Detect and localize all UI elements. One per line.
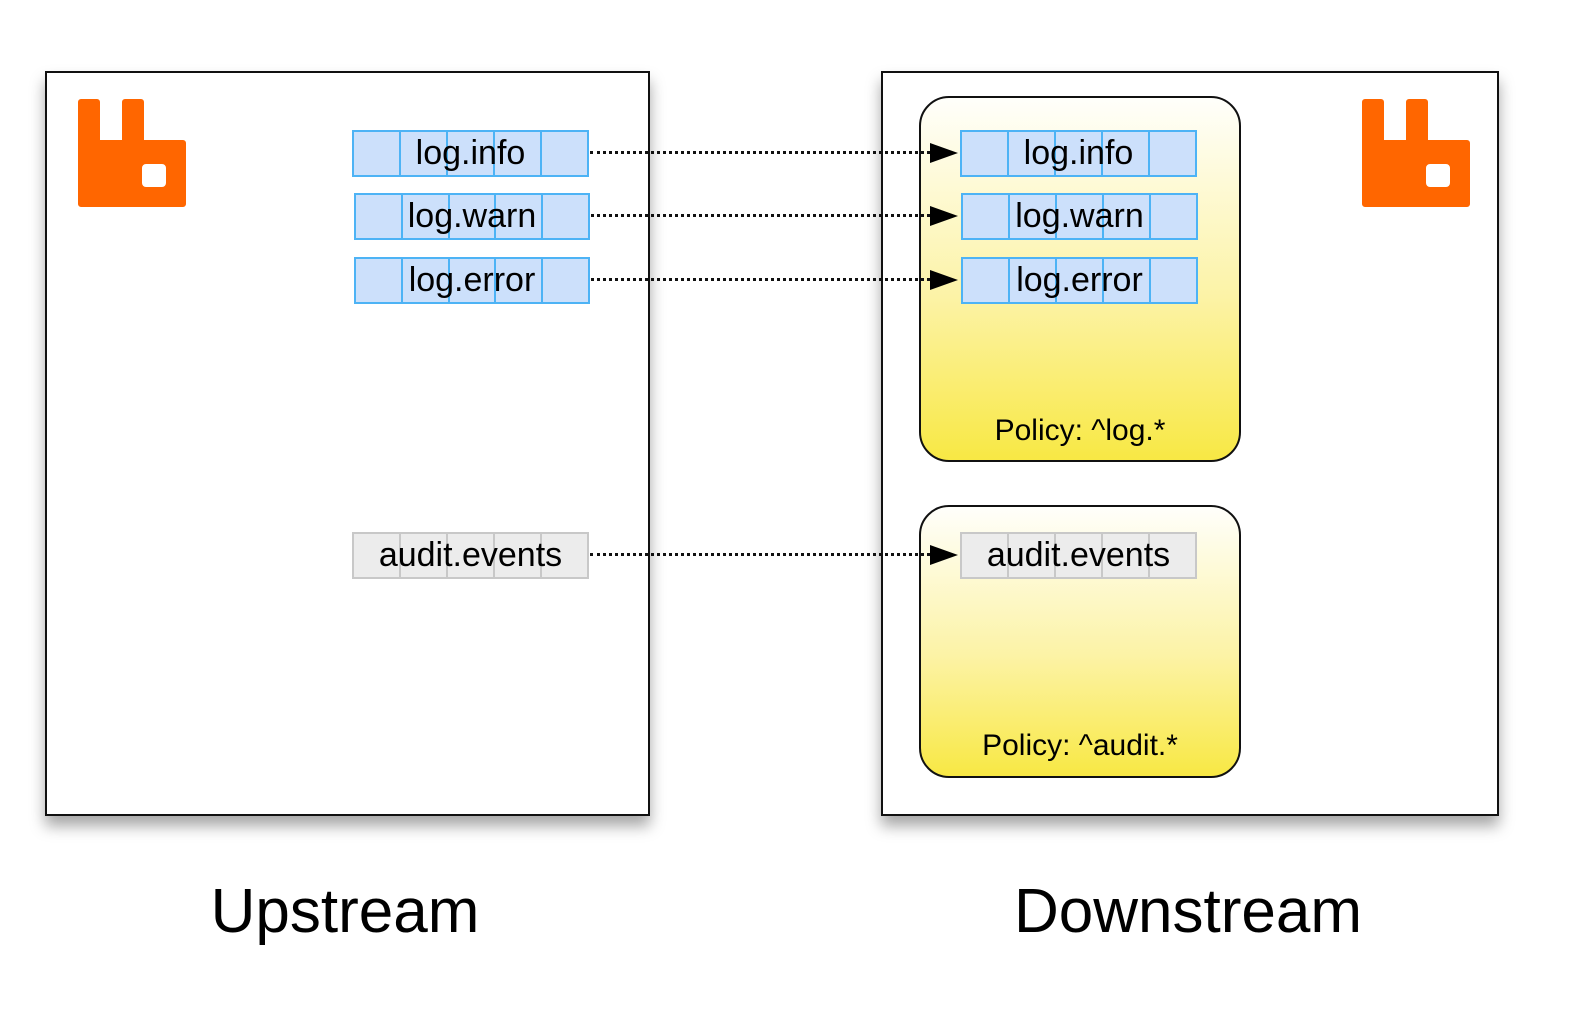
federation-link <box>591 278 930 281</box>
federation-link <box>590 151 930 154</box>
queue-name: log.warn <box>1015 197 1144 235</box>
upstream-queue-log-info[interactable]: log.info <box>352 130 589 177</box>
upstream-queue-log-error[interactable]: log.error <box>354 257 590 304</box>
queue-name: audit.events <box>986 536 1171 574</box>
upstream-queue-audit-events[interactable]: audit.events <box>352 532 589 579</box>
upstream-label: Upstream <box>210 877 480 946</box>
downstream-queue-log-error[interactable]: log.error <box>961 257 1198 304</box>
queue-name: log.warn <box>407 197 537 235</box>
policy-label: Policy: ^log.* <box>994 414 1166 447</box>
upstream-queue-log-warn[interactable]: log.warn <box>354 193 590 240</box>
rabbitmq-logo-icon <box>1362 99 1470 207</box>
arrowhead-icon <box>930 270 958 290</box>
rabbitmq-logo-icon <box>78 99 186 207</box>
downstream-label: Downstream <box>1014 877 1362 946</box>
arrowhead-icon <box>930 143 958 163</box>
policy-label: Policy: ^audit.* <box>982 729 1178 762</box>
arrowhead-icon <box>930 206 958 226</box>
queue-name: log.error <box>408 261 536 299</box>
queue-name: log.info <box>415 134 526 172</box>
downstream-queue-audit-events[interactable]: audit.events <box>960 532 1197 579</box>
federation-link <box>590 553 930 556</box>
downstream-queue-log-info[interactable]: log.info <box>960 130 1197 177</box>
downstream-queue-log-warn[interactable]: log.warn <box>961 193 1198 240</box>
federation-link <box>591 214 930 217</box>
queue-name: audit.events <box>378 536 563 574</box>
queue-name: log.error <box>1016 261 1143 299</box>
queue-name: log.info <box>1023 134 1134 172</box>
arrowhead-icon <box>930 545 958 565</box>
